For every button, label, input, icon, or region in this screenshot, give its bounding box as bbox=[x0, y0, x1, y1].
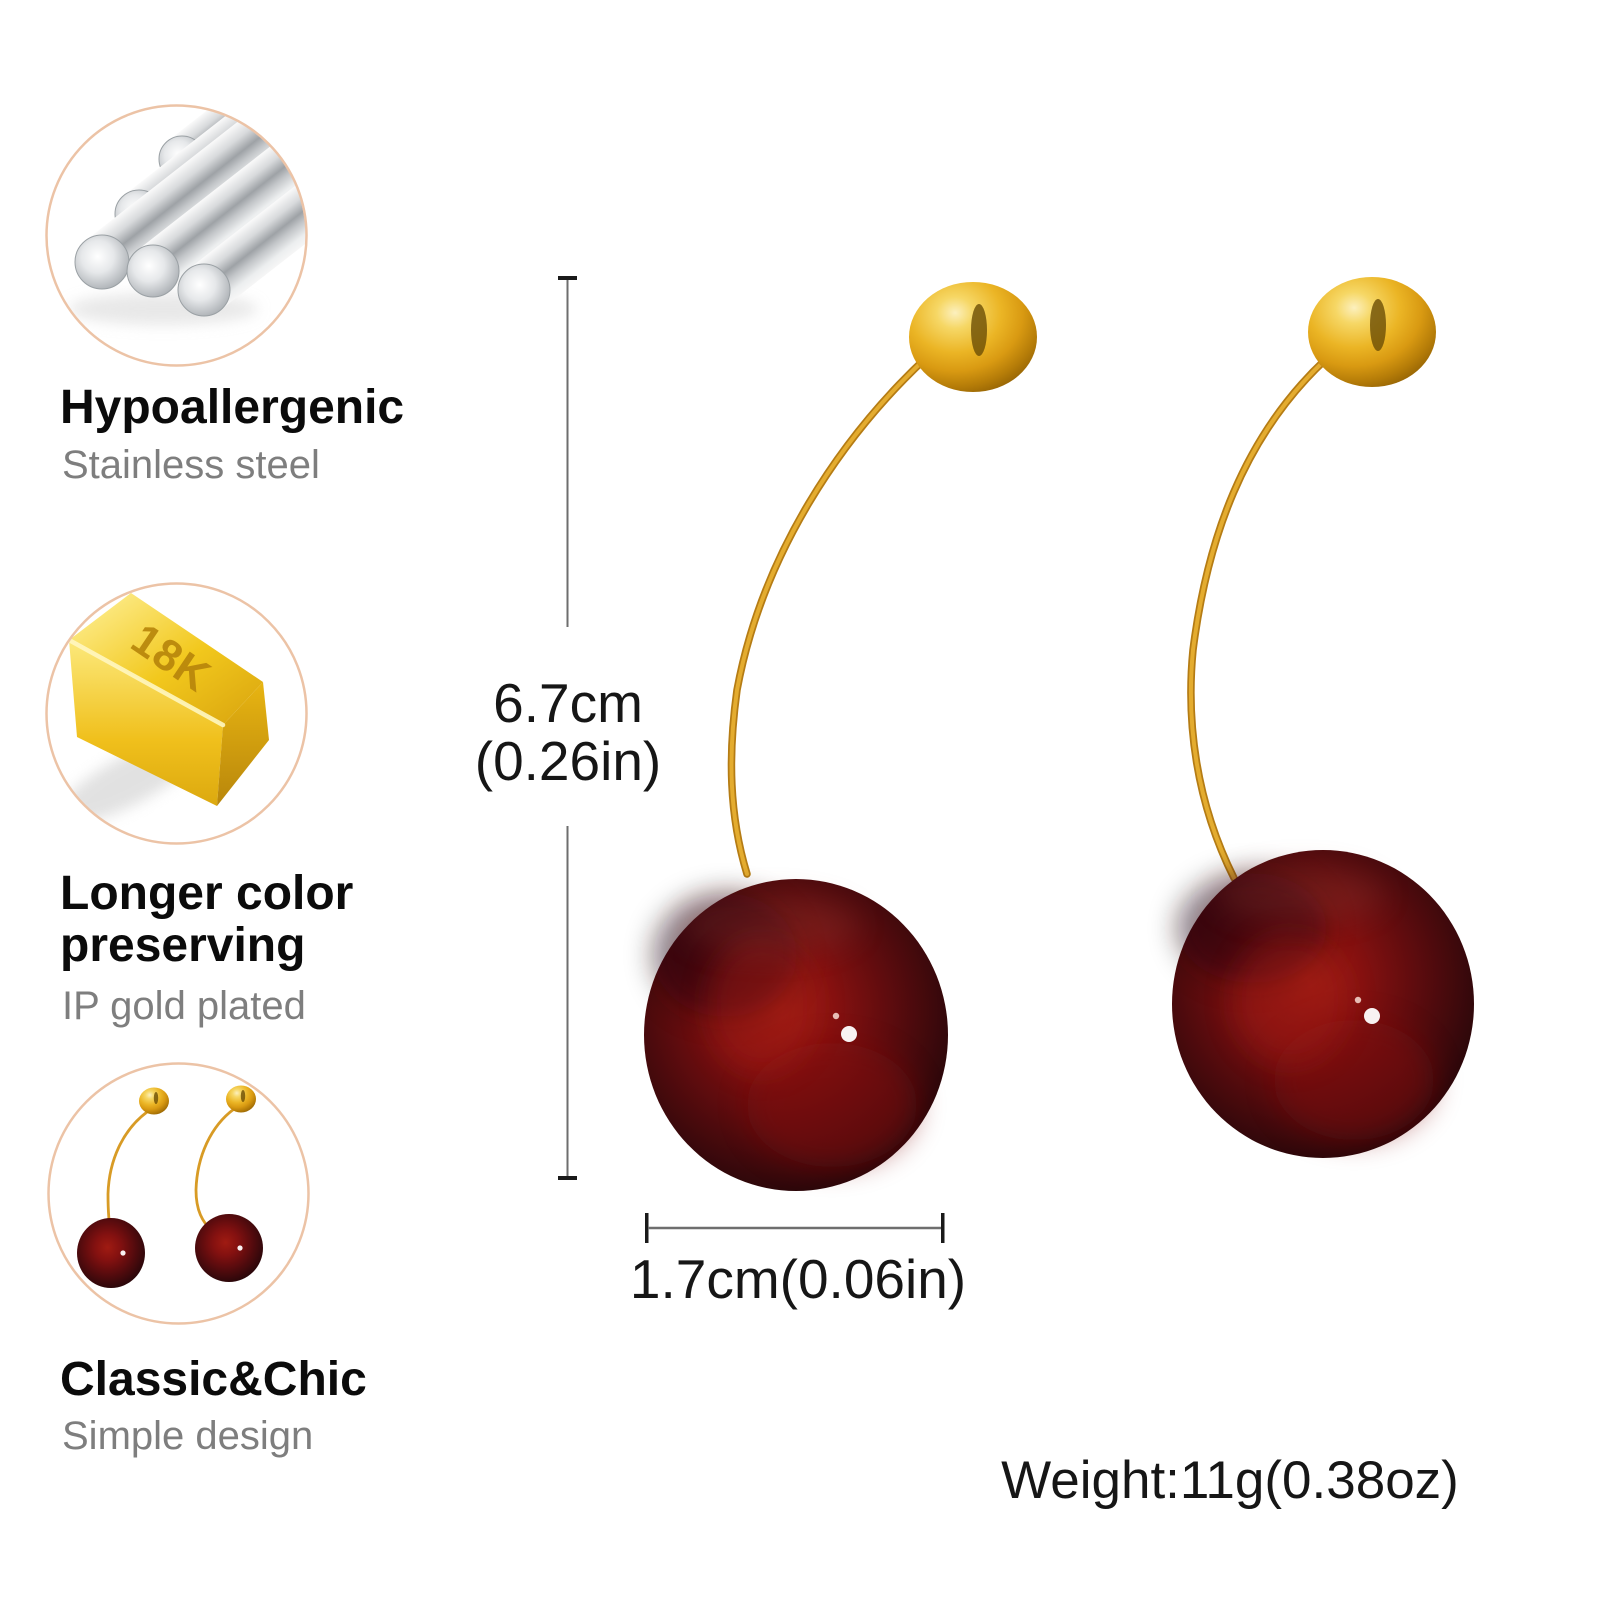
steel-rods-icon bbox=[45, 104, 308, 367]
ear-wire bbox=[1187, 356, 1329, 882]
ear-wire-highlight bbox=[729, 355, 929, 876]
measure-tick-left bbox=[645, 1213, 649, 1243]
measure-tick-top bbox=[558, 276, 577, 280]
cherry-bead bbox=[1172, 850, 1474, 1158]
measure-tick-right bbox=[941, 1213, 945, 1243]
feature-title-hypoallergenic: Hypoallergenic bbox=[60, 381, 405, 434]
height-value-cm: 6.7cm bbox=[493, 672, 643, 734]
height-value-in: (0.26in) bbox=[474, 730, 662, 792]
feature-subtitle-simple-design: Simple design bbox=[62, 1414, 314, 1458]
stud-ball-reflection bbox=[1370, 299, 1386, 351]
mini-earrings-icon bbox=[47, 1062, 310, 1325]
height-label: 6.7cm (0.26in) bbox=[393, 674, 743, 790]
left-earring bbox=[644, 282, 1037, 1191]
gold-bar-side-face bbox=[217, 682, 269, 806]
feature-title-classic-chic: Classic&Chic bbox=[60, 1353, 367, 1406]
width-label: 1.7cm(0.06in) bbox=[629, 1248, 967, 1310]
stud-ball-reflection bbox=[971, 304, 987, 356]
gold-bar-top-face bbox=[69, 593, 263, 725]
feature-title-color-preserving: Longer color preserving bbox=[60, 867, 354, 972]
weight-label: Weight:11g(0.38oz) bbox=[1001, 1451, 1459, 1510]
height-measure-line bbox=[558, 276, 577, 1180]
feature-subtitle-stainless-steel: Stainless steel bbox=[62, 443, 320, 487]
gold-bar-icon: 18K bbox=[45, 582, 308, 845]
feature-circle-border bbox=[45, 582, 308, 845]
specular-highlight bbox=[1364, 1008, 1380, 1024]
feature-circle-border bbox=[47, 1062, 310, 1325]
ear-wire-highlight bbox=[1188, 358, 1327, 880]
mini-earring-left bbox=[77, 1087, 169, 1288]
mini-earring-right bbox=[194, 1085, 263, 1282]
right-earring bbox=[1172, 277, 1474, 1158]
width-measure-line bbox=[645, 1213, 945, 1243]
measure-tick-bottom bbox=[558, 1176, 577, 1180]
feature-subtitle-gold-plated: IP gold plated bbox=[62, 984, 306, 1028]
cherry-bead bbox=[644, 879, 948, 1191]
feature-circle-border bbox=[45, 104, 308, 367]
ear-wire bbox=[727, 353, 931, 878]
specular-highlight bbox=[841, 1026, 857, 1042]
gold-bar-front-face bbox=[69, 640, 223, 806]
